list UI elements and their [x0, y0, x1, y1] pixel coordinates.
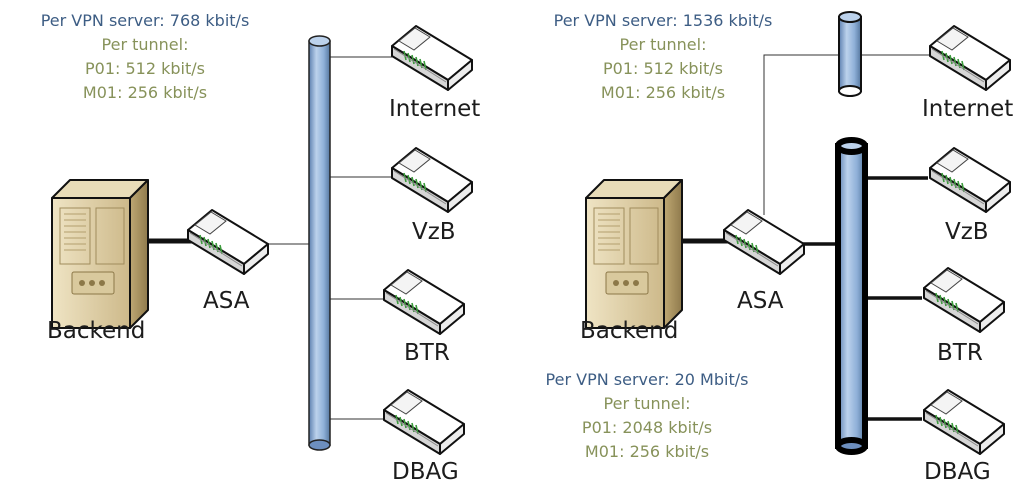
left-diagram: [51, 25, 473, 455]
left-label-internet: Internet: [389, 96, 481, 122]
left-note-tunnel: Per tunnel:: [101, 35, 189, 54]
left-bus-cylinder: [308, 35, 331, 451]
right-diagram: [585, 11, 1011, 455]
left-note-p01: P01: 512 kbit/s: [85, 59, 205, 78]
left-bandwidth-note: Per VPN server: 768 kbit/s Per tunnel: P…: [10, 9, 280, 105]
right-dbag-router-icon: [923, 389, 1005, 455]
left-links: [265, 56, 400, 420]
right-internet-links: [763, 54, 930, 215]
right-label-dbag: DBAG: [924, 459, 991, 485]
right-bottom-bandwidth-note: Per VPN server: 20 Mbit/s Per tunnel: P0…: [512, 368, 782, 464]
left-label-btr: BTR: [404, 340, 450, 366]
left-internet-router-icon: [391, 25, 473, 91]
left-dbag-router-icon: [383, 389, 465, 455]
left-note-server: Per VPN server: 768 kbit/s: [40, 11, 250, 30]
left-note-m01: M01: 256 kbit/s: [82, 83, 208, 102]
right-btr-router-icon: [923, 267, 1005, 333]
left-server-icon: [51, 179, 149, 329]
right-label-btr: BTR: [937, 340, 983, 366]
left-vzb-router-icon: [391, 147, 473, 213]
right-vzb-router-icon: [929, 147, 1011, 213]
left-label-vzb: VzB: [412, 219, 456, 245]
right-main-bus-cylinder: [835, 137, 868, 455]
right-asa-router-icon: [723, 209, 805, 275]
right-server-icon: [585, 179, 683, 329]
right-bottom-note-server: Per VPN server: 20 Mbit/s: [545, 370, 749, 389]
right-top-note-tunnel: Per tunnel:: [619, 35, 707, 54]
left-btr-router-icon: [383, 269, 465, 335]
right-bottom-note-tunnel: Per tunnel:: [603, 394, 691, 413]
right-label-internet: Internet: [922, 96, 1014, 122]
right-label-asa: ASA: [737, 288, 784, 314]
right-internet-router-icon: [929, 25, 1011, 91]
right-top-note-m01: M01: 256 kbit/s: [600, 83, 726, 102]
right-bus-links: [800, 176, 928, 421]
right-internet-bus-cylinder: [838, 11, 862, 97]
right-top-bandwidth-note: Per VPN server: 1536 kbit/s Per tunnel: …: [528, 9, 798, 105]
left-label-backend: Backend: [47, 318, 146, 344]
left-asa-router-icon: [187, 209, 269, 275]
right-bottom-note-p01: P01: 2048 kbit/s: [581, 418, 713, 437]
left-label-asa: ASA: [203, 288, 250, 314]
right-label-vzb: VzB: [945, 219, 989, 245]
right-label-backend: Backend: [580, 318, 679, 344]
right-top-note-server: Per VPN server: 1536 kbit/s: [553, 11, 773, 30]
right-top-note-p01: P01: 512 kbit/s: [603, 59, 723, 78]
right-bottom-note-m01: M01: 256 kbit/s: [584, 442, 710, 461]
left-label-dbag: DBAG: [392, 459, 459, 485]
